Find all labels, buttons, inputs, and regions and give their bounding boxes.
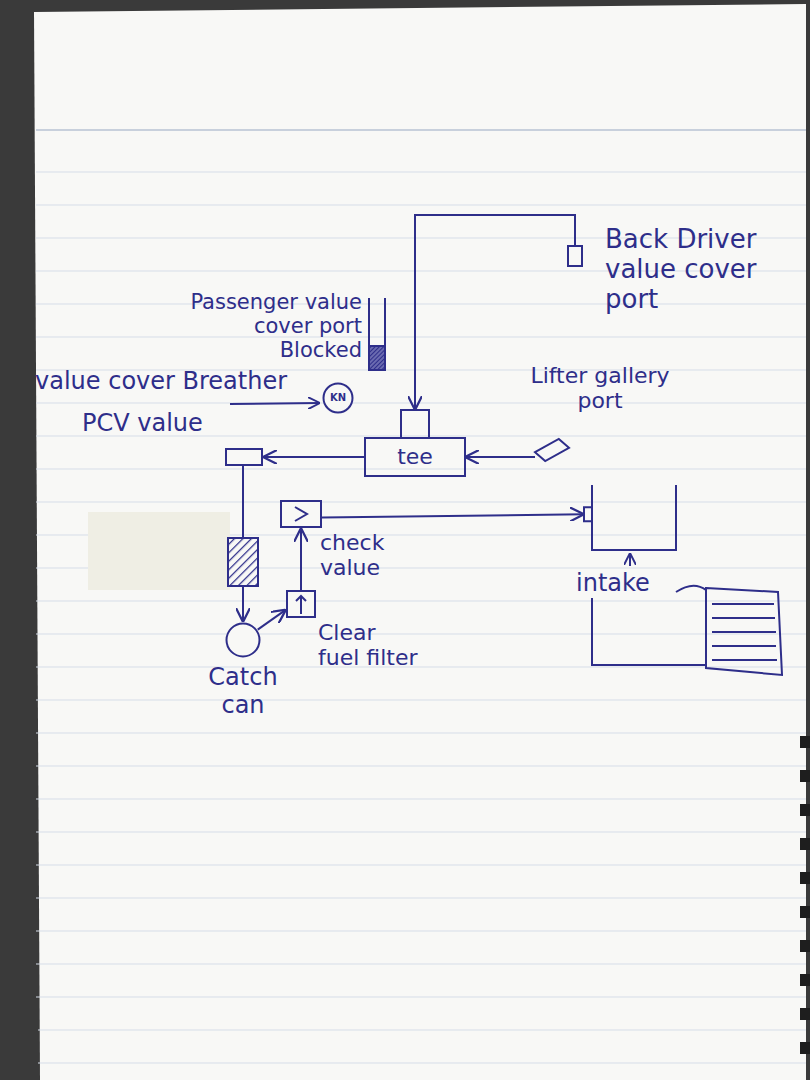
node-label: intake — [576, 570, 686, 598]
lifter-port: Lifter gallery port — [535, 439, 569, 461]
blocked-port-outline — [368, 298, 386, 370]
port-box: Back Driver value cover port — [567, 245, 583, 267]
breather-label: value cover Breather — [35, 368, 287, 396]
intake-manifold-outline — [584, 485, 676, 550]
node-label: PCV value — [82, 410, 262, 438]
check-valve: check value — [280, 500, 322, 528]
node-label: check value — [320, 530, 415, 581]
lifter-port-outline — [535, 439, 569, 461]
hose-connector — [258, 610, 286, 630]
node-label: Catch can — [190, 664, 296, 719]
node-label: Passenger value cover port Blocked — [187, 290, 362, 362]
hose-connector — [263, 456, 365, 458]
breather-filter: KN — [322, 382, 354, 414]
tee-fitting: tee — [365, 410, 465, 476]
fuel-filter-outline — [286, 590, 316, 618]
hose-connector — [465, 456, 535, 458]
node-label: Back Driver value cover port — [605, 225, 795, 315]
node-label: Clear fuel filter — [318, 620, 418, 671]
fuel-filter: Clear fuel filter — [286, 590, 316, 618]
node-label: tee — [397, 444, 433, 469]
node-label: KN — [330, 392, 346, 404]
check-valve-outline — [280, 500, 322, 528]
hose-connector — [300, 528, 302, 590]
node-label: Lifter gallery port — [505, 363, 695, 414]
blocked-port: Passenger value cover port Blocked — [368, 298, 386, 370]
catch-can: Catch can — [225, 622, 261, 658]
intake-manifold: intake — [584, 485, 676, 550]
catch-can-outline — [225, 622, 261, 658]
inline-filter — [228, 538, 258, 586]
hose-connector — [322, 514, 584, 517]
pcv-valve: PCV value — [225, 448, 263, 466]
